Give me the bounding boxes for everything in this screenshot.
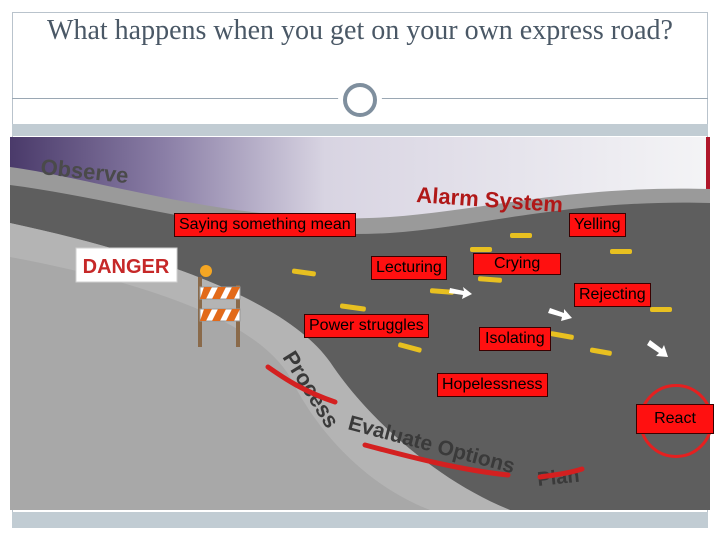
callout-rejecting: Rejecting (574, 283, 651, 307)
top-band (12, 124, 708, 136)
callout-saying-mean: Saying something mean (174, 213, 356, 237)
callout-isolating: Isolating (479, 327, 551, 351)
road-gravel-shade (10, 257, 430, 510)
evaluate-strike (362, 442, 511, 478)
arrow-icon (647, 340, 668, 357)
callout-power-struggles: Power struggles (304, 314, 429, 338)
callout-react: React (636, 404, 714, 434)
direction-arrows (449, 287, 668, 357)
danger-sign (75, 247, 178, 283)
callout-hopelessness: Hopelessness (437, 373, 548, 397)
arrow-icon (449, 287, 472, 299)
callout-lecturing: Lecturing (371, 256, 447, 280)
divider-ring-icon (343, 83, 377, 117)
callout-crying: Crying (473, 253, 562, 275)
process-strike (265, 364, 338, 405)
plan-strike (537, 466, 585, 480)
danger-sign-text: DANGER (83, 256, 170, 278)
barricade-icon (198, 265, 241, 347)
slide-title: What happens when you get on your own ex… (47, 15, 673, 46)
arrow-icon (548, 308, 572, 321)
callout-yelling: Yelling (569, 213, 626, 237)
bottom-band (12, 512, 708, 528)
